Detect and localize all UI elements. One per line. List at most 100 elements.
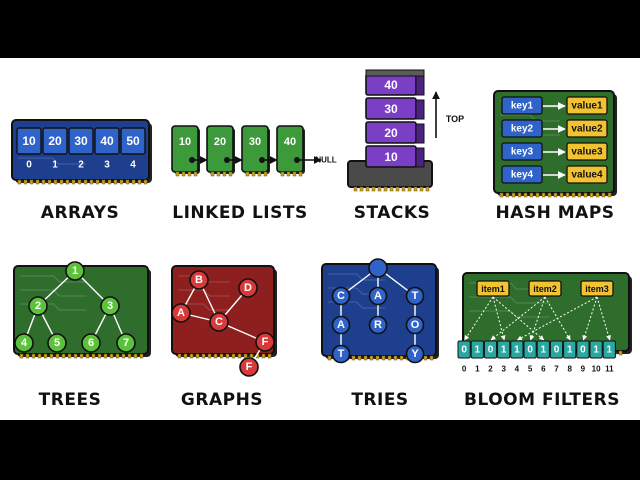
tree-node-label: 6 bbox=[88, 337, 94, 349]
hashmap-pin bbox=[601, 192, 606, 198]
bloom-hash-arrow bbox=[492, 296, 506, 341]
bloom-item-label: item3 bbox=[585, 284, 609, 294]
hashmap-key bbox=[501, 142, 543, 161]
trie-pin bbox=[369, 355, 374, 361]
list-node-value: 10 bbox=[179, 136, 191, 148]
hashmap-key bbox=[501, 119, 543, 138]
arrays-pin bbox=[71, 179, 76, 185]
caption-graphs: GRAPHS bbox=[180, 390, 264, 410]
bloom-bit-index: 10 bbox=[592, 365, 601, 374]
bloom-bit bbox=[497, 340, 511, 359]
hashmap-pin bbox=[505, 192, 510, 198]
hashmap-key-label: key4 bbox=[511, 170, 534, 181]
hashmap-pin bbox=[535, 192, 540, 198]
list-node-pin bbox=[187, 171, 192, 177]
graph-pin bbox=[177, 353, 182, 359]
bloom-bit-value: 1 bbox=[514, 345, 520, 356]
tree-board-trace bbox=[20, 275, 87, 283]
stack-base-pin bbox=[425, 186, 430, 192]
list-node-pin bbox=[280, 171, 285, 177]
tree-pin bbox=[139, 353, 144, 359]
hashmap-pin bbox=[553, 192, 558, 198]
stack-item-value: 10 bbox=[384, 150, 398, 164]
trie-pin bbox=[393, 355, 398, 361]
tree-node-label: 7 bbox=[123, 337, 129, 349]
hashmap-pin bbox=[547, 192, 552, 198]
list-node-pin bbox=[193, 171, 198, 177]
list-node-value: 30 bbox=[249, 136, 261, 148]
tree-pin bbox=[133, 353, 138, 359]
hashmap-pin bbox=[583, 192, 588, 198]
hashmap-board-trace bbox=[500, 114, 560, 122]
bloom-bit-index: 1 bbox=[475, 365, 480, 374]
hashmap-key bbox=[501, 96, 543, 115]
trie-pin bbox=[429, 355, 434, 361]
trie-board-trace bbox=[328, 273, 386, 281]
tree-pin bbox=[127, 353, 132, 359]
array-index: 0 bbox=[26, 160, 32, 171]
trie-node bbox=[405, 286, 425, 306]
graph-node-label: D bbox=[244, 282, 252, 294]
caption-bloom-filters: BLOOM FILTERS bbox=[464, 390, 620, 410]
stack-item-side bbox=[415, 147, 425, 168]
tree-pin bbox=[55, 353, 60, 359]
trie-node-label: T bbox=[338, 348, 345, 360]
bloom-board-trace bbox=[469, 310, 550, 318]
list-node-pin bbox=[245, 171, 250, 177]
list-node-pin bbox=[216, 171, 221, 177]
bloom-hash-arrow bbox=[492, 296, 545, 341]
bloom-bit-index: 3 bbox=[501, 365, 506, 374]
trie-node bbox=[368, 315, 388, 335]
trie-pin bbox=[381, 355, 386, 361]
hashmap-value-label: value1 bbox=[571, 101, 603, 112]
trie-node-label: C bbox=[337, 290, 345, 302]
tree-node bbox=[100, 296, 120, 316]
array-cell-value: 40 bbox=[100, 134, 114, 148]
tree-pin bbox=[67, 353, 72, 359]
trie-root-node bbox=[368, 258, 388, 278]
bloom-hash-arrow bbox=[529, 296, 546, 341]
list-node bbox=[171, 125, 199, 173]
stack-cap bbox=[365, 69, 425, 77]
list-node-pointer bbox=[259, 157, 265, 163]
hashmap-pin bbox=[517, 192, 522, 198]
hashmap-key-label: key2 bbox=[511, 124, 534, 135]
stack-item-side bbox=[415, 123, 425, 144]
stack-item-value: 30 bbox=[384, 102, 398, 116]
bloom-bit bbox=[563, 340, 577, 359]
list-node-pointer bbox=[224, 157, 230, 163]
tree-pin bbox=[91, 353, 96, 359]
list-node bbox=[241, 125, 269, 173]
tree-pin bbox=[43, 353, 48, 359]
graph-node bbox=[255, 332, 275, 352]
array-cell-value: 10 bbox=[22, 134, 36, 148]
list-node-pin bbox=[175, 171, 180, 177]
array-index: 4 bbox=[130, 160, 136, 171]
arrays-board-trace bbox=[18, 157, 86, 165]
bloom-bit-index: 5 bbox=[528, 365, 533, 374]
graph-pin bbox=[237, 353, 242, 359]
graph-node bbox=[189, 270, 209, 290]
hashmap-pin bbox=[595, 192, 600, 198]
array-cell-value: 20 bbox=[48, 134, 62, 148]
bloom-bit-value: 0 bbox=[527, 345, 533, 356]
bloom-bit-value: 1 bbox=[501, 345, 507, 356]
hashmap-value-label: value2 bbox=[571, 124, 603, 135]
tree-node-label: 3 bbox=[107, 300, 113, 312]
graph-pin bbox=[225, 353, 230, 359]
hashmap-value bbox=[566, 119, 608, 138]
bloom-hash-arrow bbox=[490, 296, 546, 341]
list-node-pointer bbox=[189, 157, 195, 163]
stack-base-pin bbox=[359, 186, 364, 192]
trie-node bbox=[331, 286, 351, 306]
tree-node bbox=[28, 296, 48, 316]
hashmap-pin bbox=[565, 192, 570, 198]
hashmap-pin bbox=[589, 192, 594, 198]
arrays-pin bbox=[65, 179, 70, 185]
bloom-bit-value: 1 bbox=[593, 345, 599, 356]
graph-pin bbox=[231, 353, 236, 359]
tree-pin bbox=[25, 353, 30, 359]
graph-pin bbox=[201, 353, 206, 359]
arrays-pin bbox=[143, 179, 148, 185]
